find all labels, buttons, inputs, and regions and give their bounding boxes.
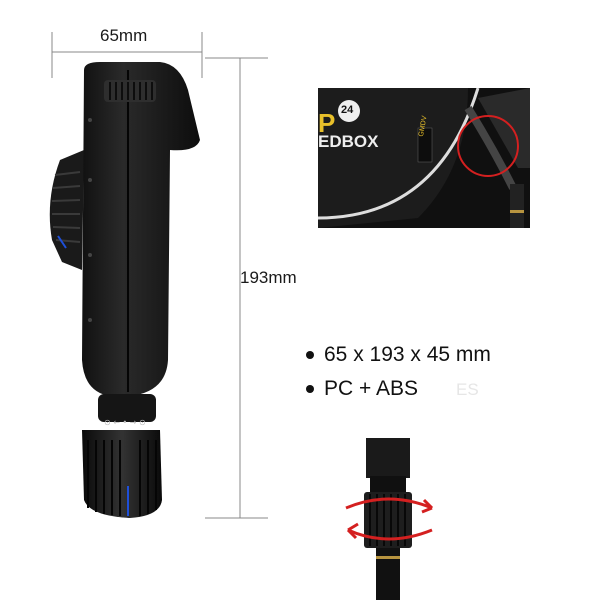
spec-item-dimensions: 65 x 193 x 45 mm (306, 338, 491, 372)
lock-symbols: ⊙ ← • → ⊙ (104, 418, 146, 427)
spec-material-text: PC + ABS (324, 377, 418, 400)
height-dimension-label: 193mm (240, 268, 297, 287)
brand-text: EDBOX (318, 132, 379, 151)
spec-list: 65 x 193 x 45 mm PC + ABS (306, 338, 491, 406)
spec-item-material: PC + ABS (306, 372, 491, 406)
bullet-icon (306, 351, 314, 359)
bullet-icon (306, 385, 314, 393)
softbox-inset: P 24 EDBOX GMDV (318, 88, 530, 228)
width-dimension-label: 65mm (100, 26, 148, 45)
rotation-lock-image (345, 438, 434, 600)
spec-dimensions-text: 65 x 193 x 45 mm (324, 343, 491, 366)
badge-circle (338, 100, 360, 122)
brand-initial: P (318, 108, 336, 138)
faint-watermark-text: ES (456, 380, 479, 399)
badge-number: 24 (341, 104, 354, 116)
